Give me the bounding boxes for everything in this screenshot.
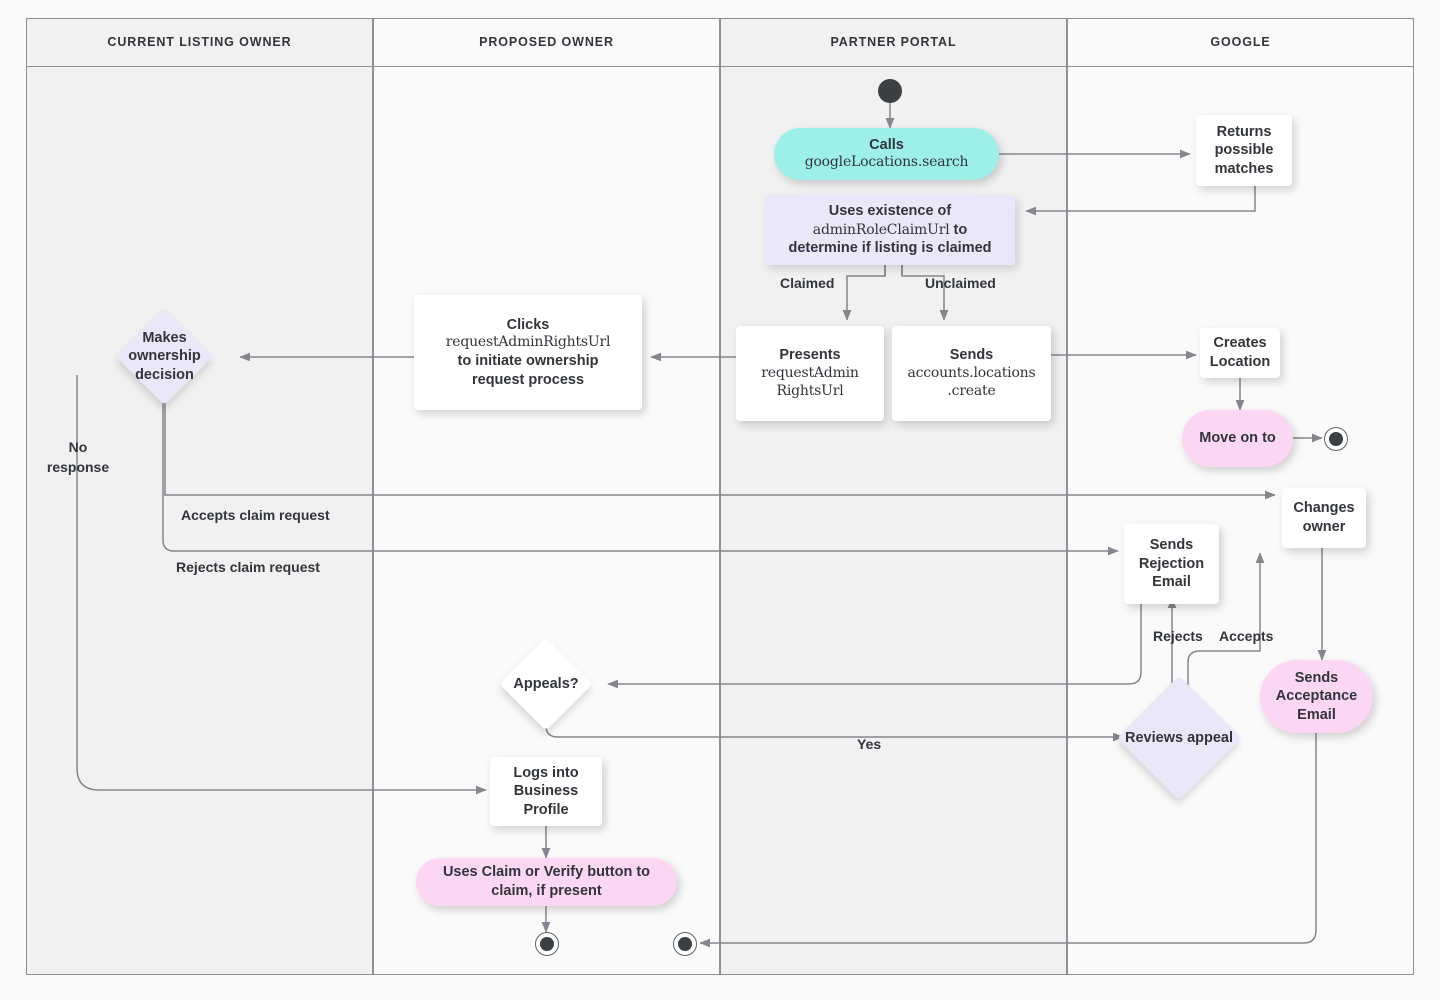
node-move-on-to[interactable]: Move on to xyxy=(1182,410,1293,467)
node-uses-existence-of-admin-role-claim-url[interactable]: Uses existence of adminRoleClaimUrl to d… xyxy=(765,195,1015,265)
node-line-2: googleLocations.search xyxy=(804,154,969,171)
node-creates-location[interactable]: Creates Location xyxy=(1200,328,1280,378)
node-label: Move on to xyxy=(1199,430,1276,447)
edge-label-no-response: No response xyxy=(46,439,110,476)
node-sends-rejection-email[interactable]: Sends Rejection Email xyxy=(1124,524,1219,604)
edge-label-unclaimed: Unclaimed xyxy=(925,275,996,291)
lane-header-current-listing-owner: CURRENT LISTING OWNER xyxy=(26,18,373,67)
node-label: Logs into Business Profile xyxy=(513,764,579,818)
node-clicks-request-admin-rights-url[interactable]: Clicks requestAdminRightsUrl to initiate… xyxy=(414,295,642,410)
lane-header-proposed-owner: PROPOSED OWNER xyxy=(373,18,720,67)
node-label: Sends Rejection Email xyxy=(1138,537,1205,591)
node-line-1: Calls xyxy=(869,136,904,153)
node-label: Sends Acceptance Email xyxy=(1275,669,1358,723)
lane-header-label: CURRENT LISTING OWNER xyxy=(107,35,292,49)
edge-label-rejects-claim-request: Rejects claim request xyxy=(176,559,320,575)
node-line-2: accounts.locations xyxy=(907,364,1036,381)
node-line-2: adminRoleClaimUrl to xyxy=(812,221,968,238)
node-sends-acceptance-email[interactable]: Sends Acceptance Email xyxy=(1260,660,1373,733)
node-label: Uses Claim or Verify button to claim, if… xyxy=(442,864,651,899)
node-uses-claim-or-verify-button[interactable]: Uses Claim or Verify button to claim, if… xyxy=(416,858,677,906)
node-line-2: requestAdmin xyxy=(761,364,859,381)
edge-label-accepts: Accepts xyxy=(1219,628,1274,644)
node-label: Appeals? xyxy=(513,675,579,692)
node-line-1: Uses existence of xyxy=(828,203,952,219)
lane-header-google: GOOGLE xyxy=(1067,18,1414,67)
edge-label-yes: Yes xyxy=(857,736,882,752)
node-line-1: Sends xyxy=(949,347,994,364)
node-returns-possible-matches[interactable]: Returns possible matches xyxy=(1196,115,1292,186)
edge-label-rejects: Rejects xyxy=(1153,628,1203,644)
node-makes-ownership-decision[interactable]: Makes ownership decision xyxy=(115,307,214,406)
node-label: Creates Location xyxy=(1209,335,1271,370)
lane-top-rule xyxy=(26,18,1414,19)
start-node xyxy=(878,79,902,103)
lane-header-partner-portal: PARTNER PORTAL xyxy=(720,18,1067,67)
lane-proposed-owner xyxy=(373,18,720,975)
edge-label-claimed: Claimed xyxy=(780,275,835,291)
lane-header-label: PROPOSED OWNER xyxy=(479,35,614,49)
node-line-3: RightsUrl xyxy=(776,382,844,399)
node-sends-accounts-locations-create[interactable]: Sends accounts.locations .create xyxy=(892,326,1051,421)
node-line-1: Clicks xyxy=(506,316,550,333)
lane-header-label: PARTNER PORTAL xyxy=(830,35,957,49)
node-line-4: request process xyxy=(471,371,585,388)
node-line-1: Presents xyxy=(779,347,841,364)
node-label: Changes owner xyxy=(1293,500,1355,535)
lane-current-listing-owner xyxy=(26,18,373,975)
node-presents-request-admin-rights-url[interactable]: Presents requestAdmin RightsUrl xyxy=(736,326,884,421)
node-label: Makes ownership decision xyxy=(128,330,201,383)
end-node-proposed-owner xyxy=(535,932,559,956)
node-line-3: to initiate ownership xyxy=(457,353,599,370)
node-label: Returns possible matches xyxy=(1214,123,1274,177)
node-label: Reviews appeal xyxy=(1125,729,1233,746)
lane-header-label: GOOGLE xyxy=(1210,35,1271,49)
node-logs-into-business-profile[interactable]: Logs into Business Profile xyxy=(490,757,602,826)
node-changes-owner[interactable]: Changes owner xyxy=(1282,488,1366,548)
node-line-3: .create xyxy=(947,382,996,399)
node-calls-google-locations-search[interactable]: Calls googleLocations.search xyxy=(774,128,999,180)
edge-label-accepts-claim-request: Accepts claim request xyxy=(181,507,330,523)
node-reviews-appeal[interactable]: Reviews appeal xyxy=(1116,675,1242,801)
node-line-4: determine if listing is claimed xyxy=(788,240,992,257)
lane-bottom-rule xyxy=(26,974,1414,975)
node-line-2: requestAdminRightsUrl xyxy=(445,334,611,351)
node-appeals-decision[interactable]: Appeals? xyxy=(499,637,593,731)
end-node-partner-portal xyxy=(673,932,697,956)
end-node-google xyxy=(1324,427,1348,451)
